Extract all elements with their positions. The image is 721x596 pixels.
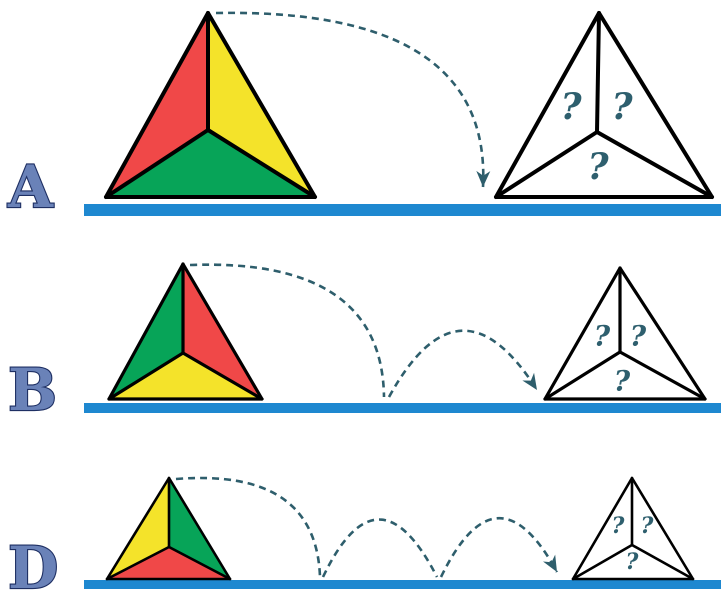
- pyramid-edge: [104, 128, 210, 199]
- hop-arc: [189, 263, 386, 398]
- blank-pyramid: ???: [494, 11, 714, 199]
- row-letter: B: [8, 356, 57, 424]
- pyramid-outline: [543, 266, 707, 401]
- pyramid-outline: [104, 11, 317, 199]
- colored-pyramid: [104, 11, 317, 199]
- hop-arc: [439, 517, 559, 578]
- pyramid-edge: [595, 11, 601, 134]
- pyramid-edge: [167, 545, 232, 581]
- pyramid-edge: [595, 130, 714, 199]
- pyramid-edge: [494, 130, 599, 199]
- row-b: B???: [7, 262, 721, 425]
- question-mark: ?: [630, 320, 647, 353]
- colored-pyramid: [107, 262, 264, 401]
- question-mark: ?: [594, 320, 611, 353]
- arrowhead-icon: [476, 170, 491, 187]
- face-bottom: [109, 353, 262, 399]
- row-d: D???: [7, 476, 721, 596]
- pyramid-edge: [105, 545, 171, 581]
- blank-pyramid: ???: [543, 266, 707, 401]
- row-letter: A: [7, 153, 54, 221]
- pyramid-edge: [630, 543, 695, 581]
- pyramid-edge: [571, 543, 634, 581]
- pyramid-edge: [107, 351, 185, 401]
- hop-arc: [175, 476, 322, 578]
- ground-bar: [84, 204, 721, 216]
- row-a: A???: [6, 11, 721, 222]
- question-mark: ?: [611, 86, 633, 128]
- hop-arc: [321, 518, 439, 578]
- ground-bar: [84, 403, 721, 413]
- question-mark: ?: [614, 365, 631, 398]
- pyramid-outline: [571, 476, 695, 581]
- pyramid-outline: [494, 11, 714, 199]
- question-mark: ?: [641, 513, 655, 539]
- arrowhead-icon: [543, 554, 557, 572]
- question-mark: ?: [587, 146, 609, 188]
- arrowhead-icon: [522, 372, 537, 390]
- face-bottom: [107, 547, 230, 579]
- ground-bar: [84, 580, 721, 589]
- pyramid-edge: [618, 350, 707, 401]
- question-mark: ?: [560, 86, 582, 128]
- pyramid-outline: [107, 262, 264, 401]
- hop-arc: [387, 329, 539, 398]
- pyramid-edge: [181, 351, 264, 401]
- row-letter: D: [8, 534, 58, 596]
- pyramid-edge: [543, 350, 622, 401]
- blank-pyramid: ???: [571, 476, 695, 581]
- pyramid-edge: [206, 128, 317, 199]
- face-bottom: [106, 130, 315, 197]
- colored-pyramid: [105, 476, 232, 581]
- question-mark: ?: [612, 513, 626, 539]
- pyramid-outline: [105, 476, 232, 581]
- question-mark: ?: [626, 549, 640, 575]
